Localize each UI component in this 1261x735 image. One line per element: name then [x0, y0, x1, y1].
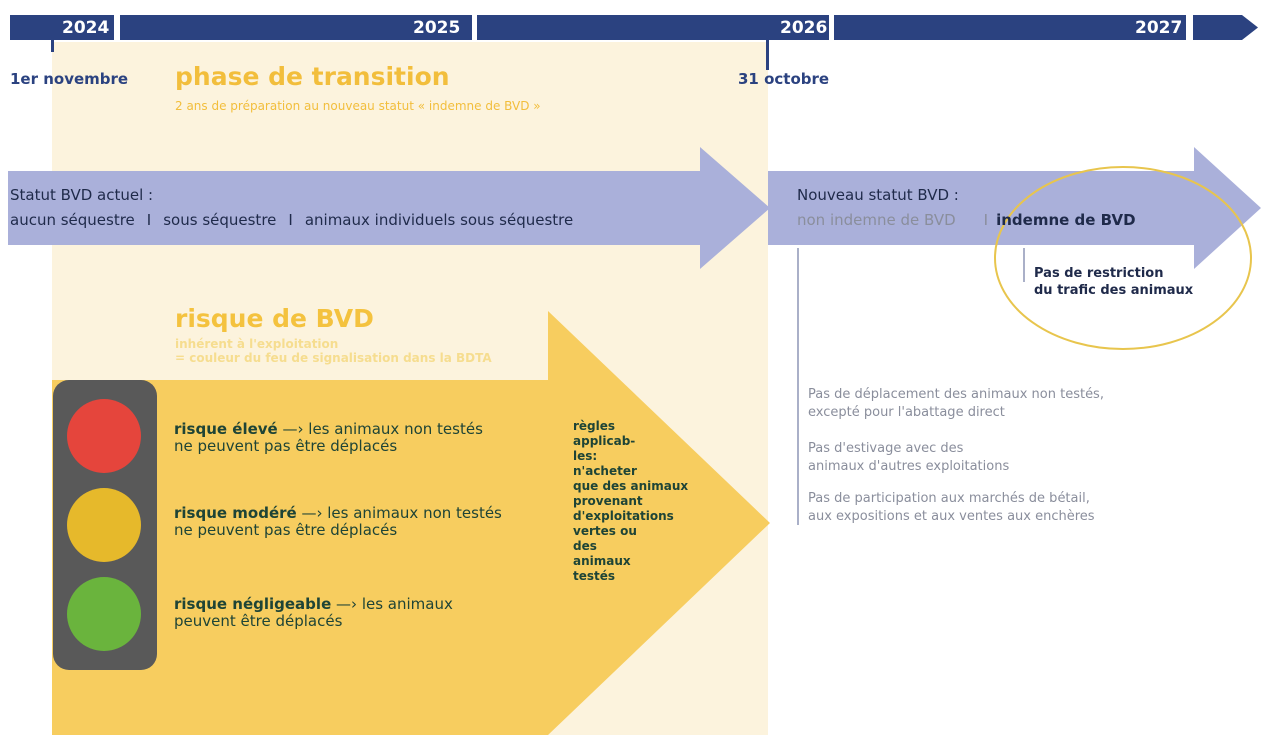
- yellow-light: [67, 488, 141, 562]
- separator: I: [146, 211, 152, 229]
- arrow: —›: [301, 504, 323, 522]
- restriction-line: animaux d'autres exploitations: [808, 459, 1010, 474]
- restriction-line: excepté pour l'abattage direct: [808, 405, 1005, 420]
- rules-line: les:: [573, 449, 598, 463]
- red-light: [67, 399, 141, 473]
- free-note-line: du trafic des animaux: [1034, 283, 1194, 298]
- risk-label: risque négligeable: [174, 595, 332, 613]
- risk-label: risque élevé: [174, 420, 278, 438]
- rules-line: vertes ou: [573, 524, 637, 538]
- rules-line: que des animaux: [573, 479, 689, 493]
- free-note: Pas de restriction du trafic des animaux: [1034, 265, 1193, 299]
- risk-subtitle-line: = couleur du feu de signalisation dans l…: [175, 351, 492, 365]
- timeline-segment-2024: [10, 15, 114, 40]
- highlight-ellipse: [994, 166, 1252, 350]
- arrow: —›: [336, 595, 358, 613]
- restriction-1: Pas de déplacement des animaux non testé…: [808, 386, 1104, 422]
- risk-negligible: risque négligeable —› les animaux peuven…: [174, 596, 453, 630]
- risk-arrow: [52, 311, 770, 735]
- risk-subtitle: inhérent à l'exploitation = couleur du f…: [175, 337, 492, 365]
- timeline-segment-2026: [477, 15, 829, 40]
- tick-end: [766, 38, 769, 70]
- risk-moderate: risque modéré —› les animaux non testés …: [174, 505, 502, 539]
- new-status-heading: Nouveau statut BVD :: [797, 186, 959, 204]
- risk-text-line: peuvent être déplacés: [174, 612, 343, 630]
- risk-high: risque élevé —› les animaux non testés n…: [174, 421, 483, 455]
- separator: I: [288, 211, 293, 229]
- risk-text-line: les animaux non testés: [327, 504, 502, 522]
- end-date: 31 octobre: [738, 70, 830, 88]
- risk-text-line: ne peuvent pas être déplacés: [174, 437, 398, 455]
- rules-line: applicab-: [573, 434, 636, 448]
- year-2024: 2024: [62, 18, 110, 38]
- timeline-arrowhead: [1193, 15, 1258, 40]
- status-no-sequestration: aucun séquestre: [10, 211, 135, 229]
- restriction-line: aux expositions et aux ventes aux enchèr…: [808, 509, 1095, 524]
- green-light: [67, 577, 141, 651]
- current-status-arrow: [8, 147, 770, 269]
- risk-subtitle-line: inhérent à l'exploitation: [175, 337, 339, 351]
- restriction-line: Pas de participation aux marchés de béta…: [808, 491, 1090, 506]
- phase-title: phase de transition: [175, 62, 450, 91]
- free-note-line: Pas de restriction: [1034, 266, 1164, 281]
- risk-title: risque de BVD: [175, 304, 374, 333]
- status-individual-sequestration: animaux individuels sous séquestre: [304, 211, 574, 229]
- risk-text-line: les animaux: [361, 595, 453, 613]
- phase-subtitle: 2 ans de préparation au nouveau statut «…: [175, 99, 541, 113]
- risk-text-line: les animaux non testés: [308, 420, 483, 438]
- restriction-bracket-line: [797, 248, 799, 525]
- risk-text-line: ne peuvent pas être déplacés: [174, 521, 398, 539]
- rules-line: testés: [573, 569, 616, 583]
- status-non-free: non indemne de BVD: [797, 211, 956, 229]
- rules-text: règles applicab- les: n'acheter que des …: [573, 419, 688, 584]
- timeline-segment-2025: [120, 15, 472, 40]
- rules-line: d'exploitations: [573, 509, 674, 523]
- rules-line: n'acheter: [573, 464, 637, 478]
- arrow: —›: [282, 420, 304, 438]
- rules-line: animaux: [573, 554, 631, 568]
- restriction-line: Pas de déplacement des animaux non testé…: [808, 387, 1104, 402]
- timeline-segment-2027: [834, 15, 1186, 40]
- restriction-3: Pas de participation aux marchés de béta…: [808, 490, 1095, 526]
- risk-label: risque modéré: [174, 504, 297, 522]
- restriction-2: Pas d'estivage avec des animaux d'autres…: [808, 440, 1009, 476]
- year-2025: 2025: [413, 18, 461, 38]
- start-date: 1er novembre: [10, 70, 129, 88]
- new-status-arrow: [768, 147, 1261, 269]
- year-2026: 2026: [780, 18, 828, 38]
- tick-start: [51, 38, 54, 52]
- rules-line: provenant: [573, 494, 643, 508]
- rules-line: des: [573, 539, 597, 553]
- free-bracket-line: [1023, 248, 1025, 282]
- separator: I: [983, 211, 989, 229]
- current-status-heading: Statut BVD actuel :: [10, 186, 154, 204]
- status-free: indemne de BVD: [996, 211, 1136, 229]
- rules-line: règles: [573, 419, 616, 433]
- year-2027: 2027: [1135, 18, 1183, 38]
- status-under-sequestration: sous séquestre: [163, 211, 277, 229]
- restriction-line: Pas d'estivage avec des: [808, 441, 964, 456]
